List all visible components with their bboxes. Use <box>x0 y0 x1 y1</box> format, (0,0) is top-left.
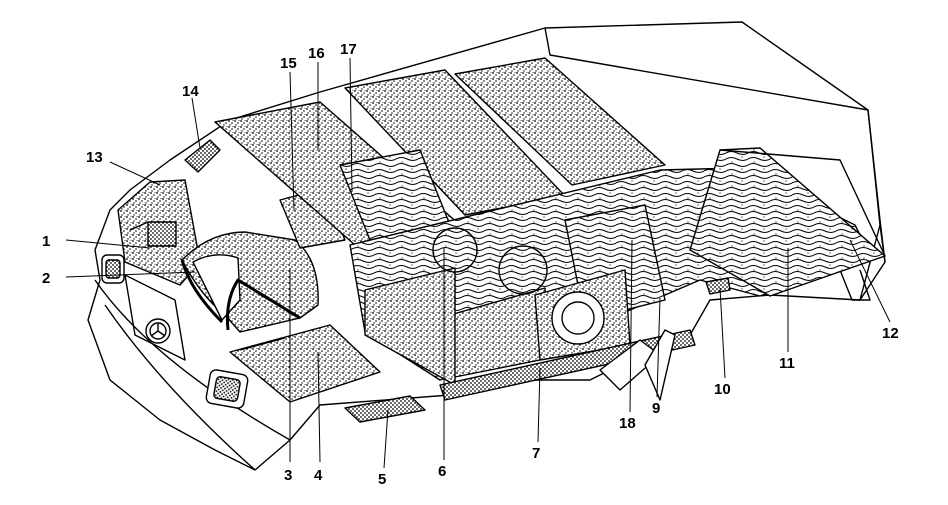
front-floor-mat <box>229 324 381 403</box>
callout-18: 18 <box>619 415 636 432</box>
callout-labels: 1 2 3 4 5 6 7 18 9 10 11 12 13 14 15 16 … <box>42 41 899 488</box>
callout-11: 11 <box>779 355 795 372</box>
front-grille <box>124 274 186 361</box>
callout-15: 15 <box>280 55 297 72</box>
leader-lines <box>65 57 891 469</box>
callout-7: 7 <box>532 445 540 462</box>
callout-17: 17 <box>340 41 357 58</box>
callout-1: 1 <box>42 233 50 250</box>
engine-cover <box>180 231 319 333</box>
callout-4: 4 <box>314 467 323 484</box>
callout-6: 6 <box>438 463 446 480</box>
wheel-arch-cover <box>449 269 631 379</box>
rear-floor-panel <box>689 147 886 297</box>
dashboard-panel <box>117 179 201 286</box>
callout-16: 16 <box>308 45 325 62</box>
decorative-loops <box>432 227 548 295</box>
rear-bracket <box>705 277 731 295</box>
callout-3: 3 <box>284 467 292 484</box>
callout-2: 2 <box>42 270 50 287</box>
callout-12: 12 <box>882 325 899 342</box>
callout-10: 10 <box>714 381 731 398</box>
callout-5: 5 <box>378 471 386 488</box>
callout-14: 14 <box>182 83 199 100</box>
mirror-bracket <box>184 139 221 173</box>
roof-panel-rear <box>454 57 666 186</box>
callout-13: 13 <box>86 149 103 166</box>
callout-9: 9 <box>652 400 660 417</box>
headlight-right <box>205 369 249 409</box>
headlight-left <box>101 254 125 284</box>
step-insulation <box>344 395 426 423</box>
